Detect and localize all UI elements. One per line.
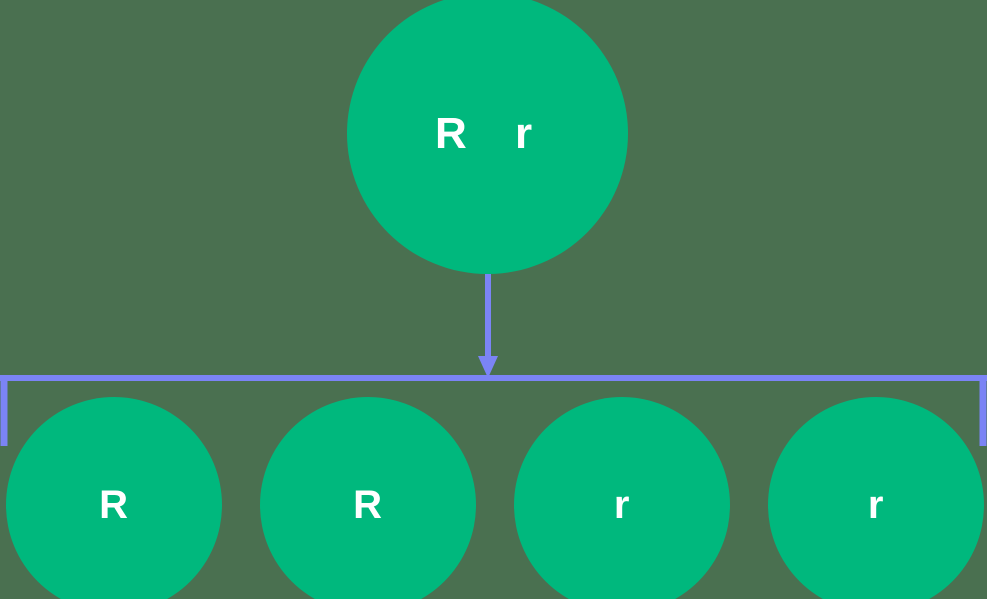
offspring-allele-label: R bbox=[99, 483, 129, 527]
offspring-allele-label: R bbox=[353, 483, 383, 527]
parent-genotype-label: R r bbox=[434, 108, 541, 158]
offspring-allele-circle[interactable]: r bbox=[514, 397, 730, 599]
arrow-head-icon bbox=[478, 356, 498, 378]
offspring-allele-label: r bbox=[867, 483, 885, 527]
parent-genotype-circle[interactable]: R r bbox=[347, 0, 628, 274]
offspring-allele-circle[interactable]: R bbox=[260, 397, 476, 599]
offspring-allele-label: r bbox=[613, 483, 631, 527]
offspring-allele-circle[interactable]: r bbox=[768, 397, 984, 599]
offspring-allele-circle[interactable]: R bbox=[6, 397, 222, 599]
